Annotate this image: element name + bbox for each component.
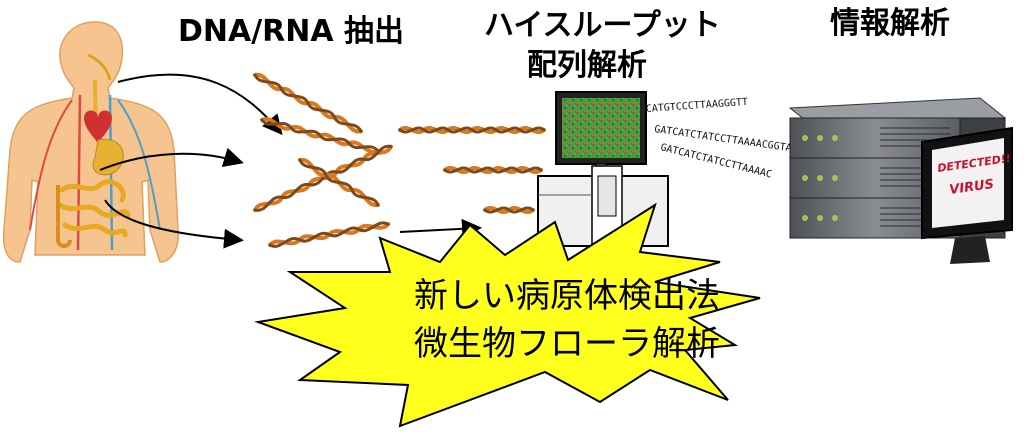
dna-strands [253, 72, 393, 248]
burst-text-line2: 微生物フローラ解析 [414, 324, 720, 364]
highlight-burst [254, 202, 761, 428]
analysis-label: 情報解析 [830, 6, 950, 41]
extraction-label: DNA/RNA 抽出 [178, 14, 405, 49]
monitor-virus-text: VIRUS [948, 177, 994, 198]
burst-text-line1: 新しい病原体検出法 [414, 276, 720, 316]
sequence-reads: CATGTCCCTTAAGGGTT GATCATCTATCCTTAAAACGGT… [645, 97, 792, 181]
sequencing-label-line2: 配列解析 [527, 48, 647, 83]
sequence-read-1: CATGTCCCTTAAGGGTT [645, 97, 748, 115]
sequencer-machine [537, 91, 669, 247]
monitor: DETECTED!! VIRUS [921, 126, 1013, 264]
sequencer-input-dna [398, 126, 546, 214]
process-arrow [399, 218, 482, 239]
human-body-illustration [2, 21, 179, 263]
sequencing-label-line1: ハイスループット [484, 8, 721, 43]
